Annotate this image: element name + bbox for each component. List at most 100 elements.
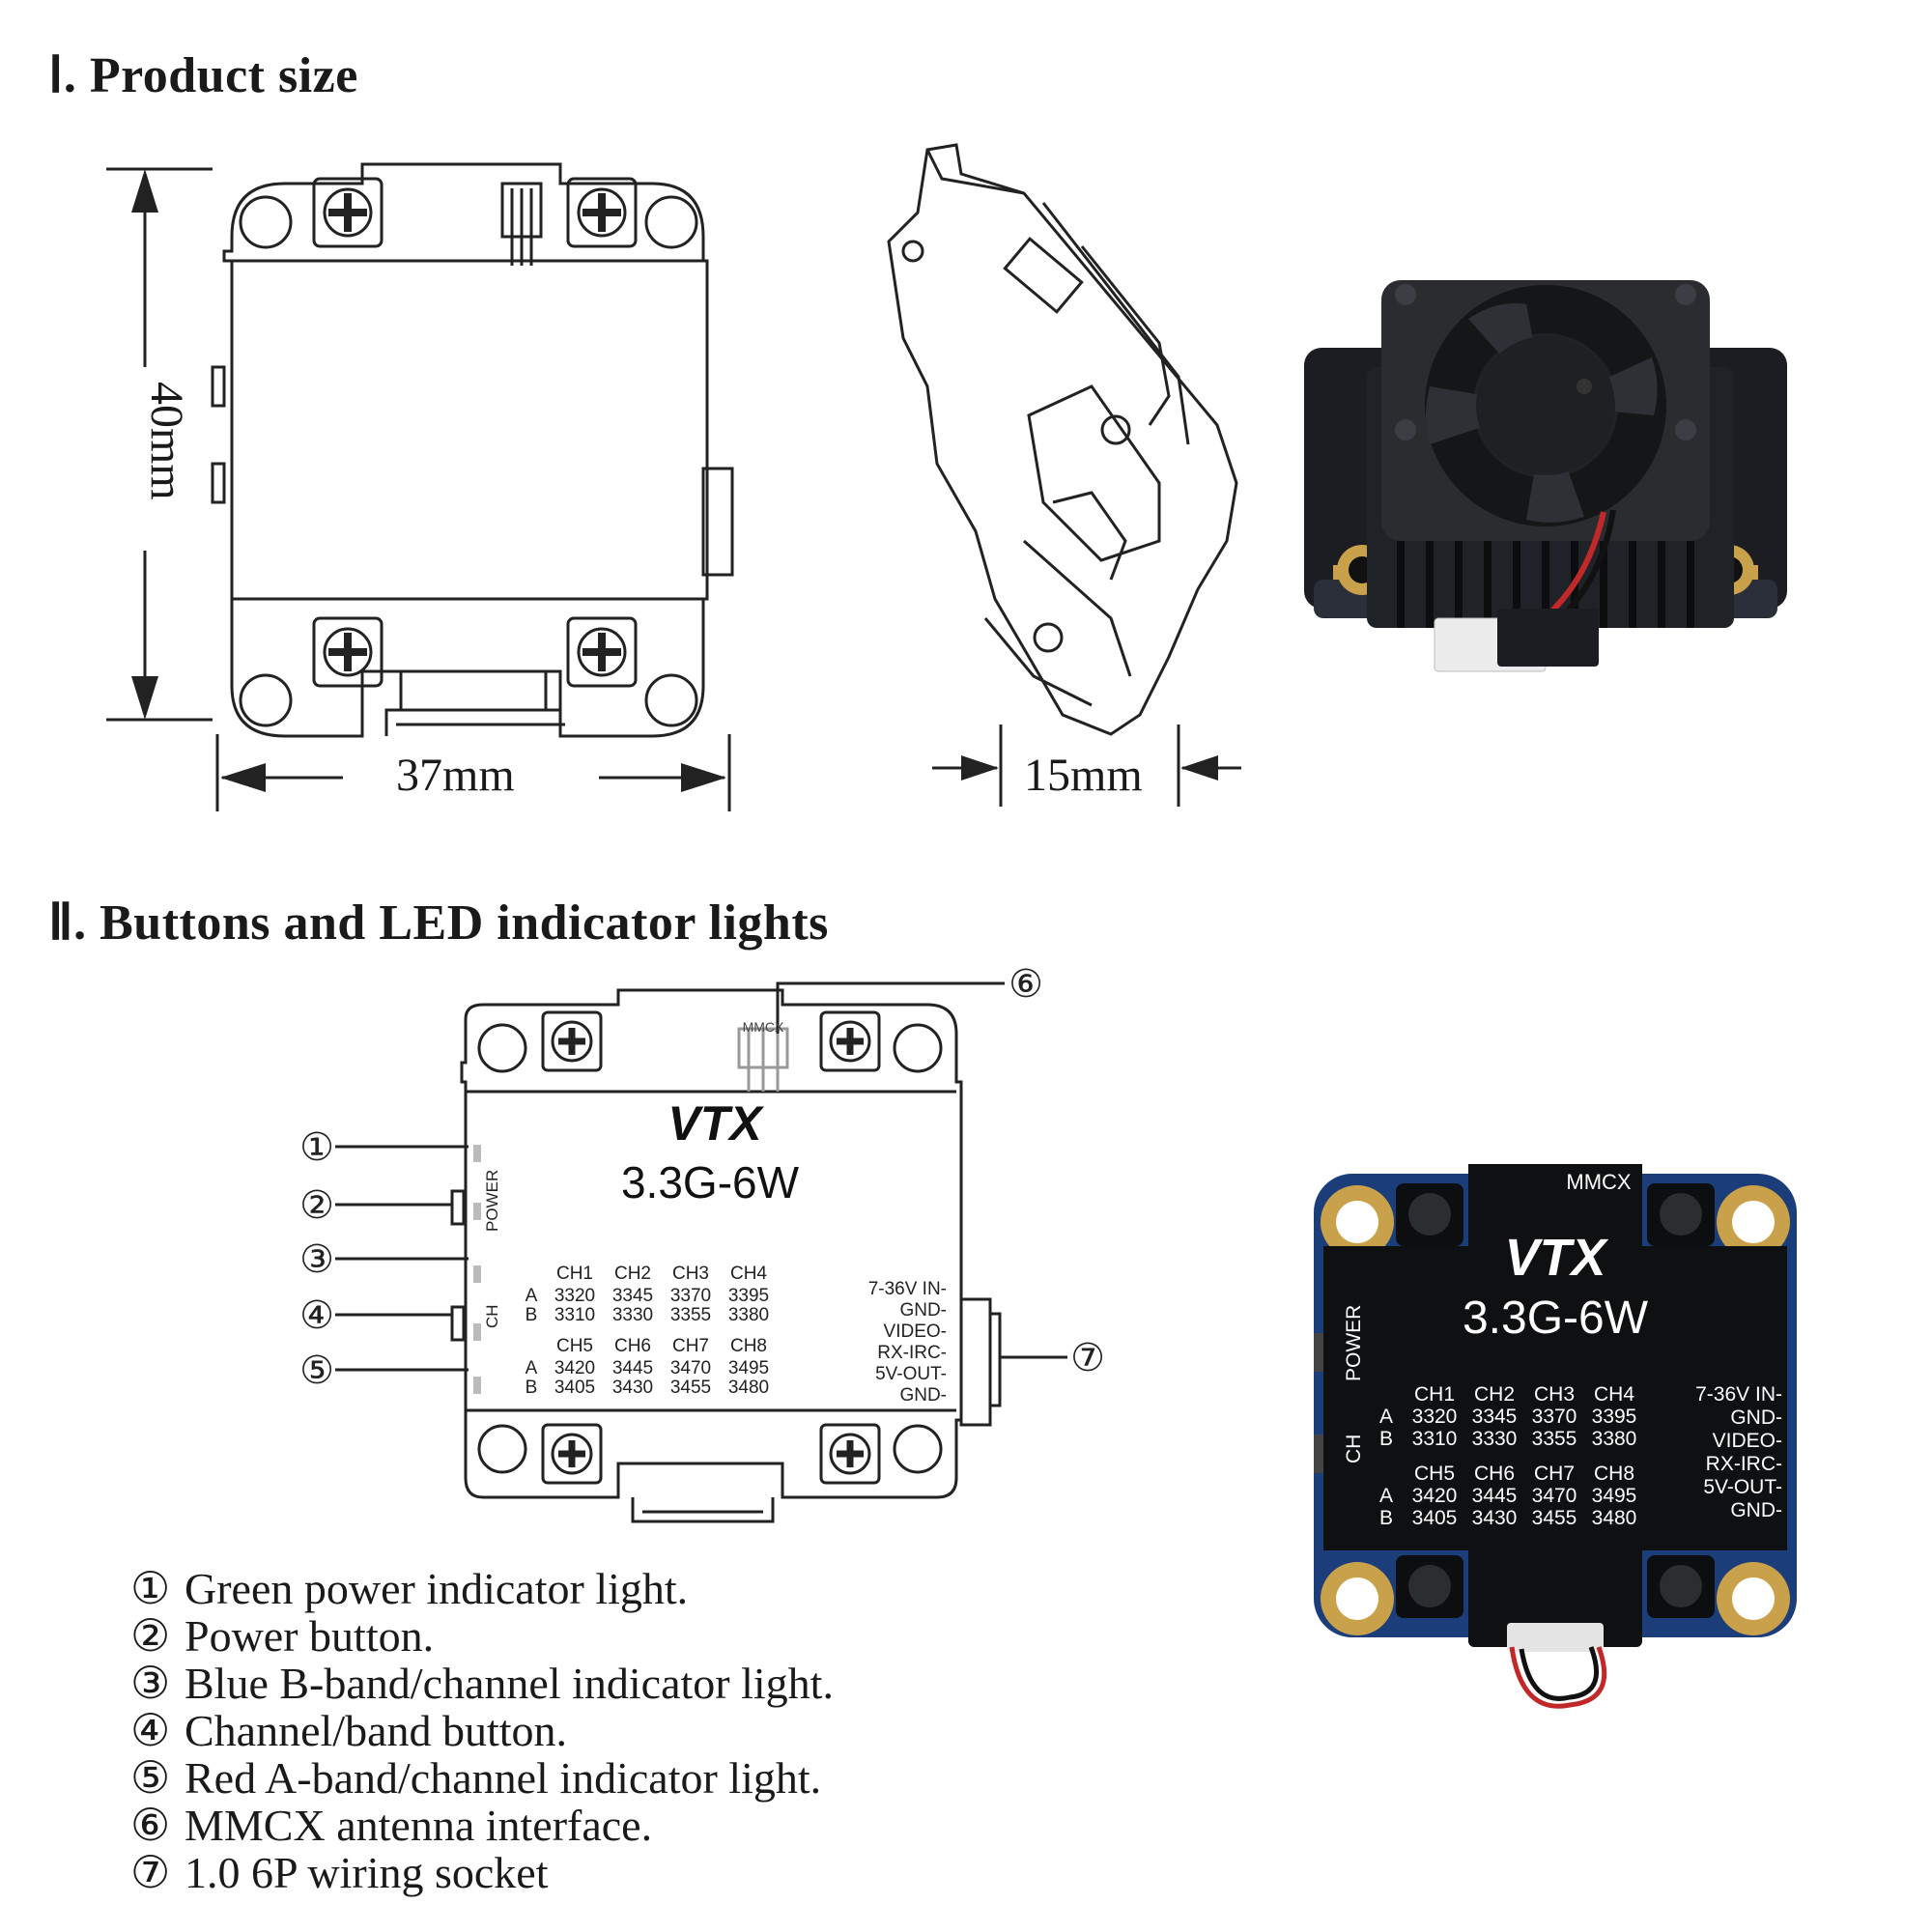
pin-label: GND- [899,1385,947,1406]
ch7-label: CH7 [672,1336,709,1356]
legend-item: ⑤ Red A-band/channel indicator light. [130,1754,834,1802]
legend-number: ⑥ [130,1801,171,1850]
section-2-title: Ⅱ. Buttons and LED indicator lights [48,895,829,951]
photo-ch6-label: CH6 [1474,1463,1515,1485]
photo-mmcx-label: MMCX [1566,1170,1632,1194]
ch1-a: 3320 [554,1286,595,1306]
legend-number: ③ [130,1659,171,1708]
ch5-b: 3405 [554,1378,595,1398]
ch7-b: 3455 [670,1378,711,1398]
ch5-a: 3420 [554,1358,595,1378]
ch6-a: 3445 [612,1358,653,1378]
legend-item: ③ Blue B-band/channel indicator light. [130,1660,834,1707]
callout-marker-1: ① [299,1126,334,1169]
photo-power-label: POWER [1343,1305,1365,1381]
photo-ch-label: CH [1343,1435,1365,1463]
legend-text: Red A-band/channel indicator light. [185,1753,822,1803]
legend-number: ② [130,1611,171,1661]
callout-marker-5: ⑤ [299,1350,334,1392]
ch1-label: CH1 [556,1264,593,1284]
legend-text: 1.0 6P wiring socket [185,1848,549,1897]
legend-text: Power button. [185,1611,435,1661]
legend-text: Blue B-band/channel indicator light. [185,1659,834,1708]
pin-label: GND- [899,1300,947,1321]
legend-item: ⑦ 1.0 6P wiring socket [130,1849,834,1896]
photo-ch3-b: 3355 [1532,1428,1577,1450]
photo-ch6-b: 3430 [1472,1507,1518,1529]
ch4-b: 3380 [728,1305,769,1325]
photo-ch4-label: CH4 [1594,1383,1634,1406]
depth-dimension-label: 15mm [1024,750,1143,801]
vtx-model-label: VTX [668,1096,764,1151]
photo-ch4-a: 3395 [1592,1406,1637,1428]
ch4-a: 3395 [728,1286,769,1306]
legend-number: ④ [130,1706,171,1755]
photo-ch8-b: 3480 [1592,1507,1637,1529]
legend-item: ④ Channel/band button. [130,1707,834,1754]
photo-band-b-top: B [1379,1428,1393,1450]
callout-marker-6: ⑥ [1009,963,1043,1006]
photo-ch2-label: CH2 [1474,1383,1515,1406]
height-dimension-label: 40mm [141,382,192,500]
callout-marker-4: ④ [299,1294,334,1337]
product-photo-board-top: MMCX VTX 3.3G-6W POWER CH A B A B CH1 CH… [1314,1164,1797,1709]
ch3-a: 3370 [670,1286,711,1306]
ch5-label: CH5 [556,1336,593,1356]
legend-item: ⑥ MMCX antenna interface. [130,1802,834,1849]
photo-ch1-label: CH1 [1414,1383,1455,1406]
photo-pin-label: GND- [1730,1499,1782,1521]
legend-text: MMCX antenna interface. [185,1801,653,1850]
photo-pin-label: VIDEO- [1713,1430,1782,1452]
photo-band-a-top: A [1379,1406,1393,1428]
section-1-title: Ⅰ. Product size [48,48,358,103]
ch-label: CH [483,1304,501,1328]
width-dimension-label: 37mm [396,750,515,801]
photo-ch2-a: 3345 [1472,1406,1518,1428]
band-a-top: A [526,1286,538,1306]
legend-text: Channel/band button. [185,1706,568,1755]
ch2-b: 3330 [612,1305,653,1325]
pin-label: 7-36V IN- [868,1279,947,1299]
photo-ch1-a: 3320 [1412,1406,1458,1428]
callout-marker-7: ⑦ [1070,1337,1105,1379]
photo-ch7-label: CH7 [1534,1463,1575,1485]
photo-ch7-a: 3470 [1532,1485,1577,1507]
pin-label: 5V-OUT- [875,1364,947,1384]
photo-ch5-label: CH5 [1414,1463,1455,1485]
ch3-label: CH3 [672,1264,709,1284]
photo-ch7-b: 3455 [1532,1507,1577,1529]
photo-pin-label: 5V-OUT- [1703,1476,1782,1498]
callout-marker-3: ③ [299,1238,334,1281]
ch7-a: 3470 [670,1358,711,1378]
photo-ch4-b: 3380 [1592,1428,1637,1450]
photo-ch1-b: 3310 [1412,1428,1458,1450]
frequency-power-label: 3.3G-6W [621,1157,800,1208]
ch6-b: 3430 [612,1378,653,1398]
photo-band-a-bottom: A [1379,1485,1393,1507]
ch1-b: 3310 [554,1305,595,1325]
front-outline-drawing [106,162,734,811]
photo-vtx-label: VTX [1504,1229,1608,1287]
legend-number: ⑦ [130,1848,171,1897]
ch2-a: 3345 [612,1286,653,1306]
band-b-bottom: B [526,1378,538,1398]
ch3-b: 3355 [670,1305,711,1325]
annotated-outline-drawing: ① ② ③ ④ ⑤ ⑥ ⑦ MMCX VTX 3.3G-6W POWER CH … [299,963,1105,1523]
photo-ch6-a: 3445 [1472,1485,1518,1507]
ch8-a: 3495 [728,1358,769,1378]
photo-ch2-b: 3330 [1472,1428,1518,1450]
power-label: POWER [483,1170,501,1232]
photo-ch8-label: CH8 [1594,1463,1634,1485]
photo-ch8-a: 3495 [1592,1485,1637,1507]
photo-ch5-b: 3405 [1412,1507,1458,1529]
mmcx-label: MMCX [743,1019,784,1035]
legend-number: ⑤ [130,1753,171,1803]
product-photo-with-fan [1304,280,1787,672]
ch6-label: CH6 [614,1336,651,1356]
ch8-label: CH8 [730,1336,767,1356]
photo-band-b-bottom: B [1379,1507,1393,1529]
callout-marker-2: ② [299,1184,334,1227]
pin-label: VIDEO- [884,1321,947,1342]
